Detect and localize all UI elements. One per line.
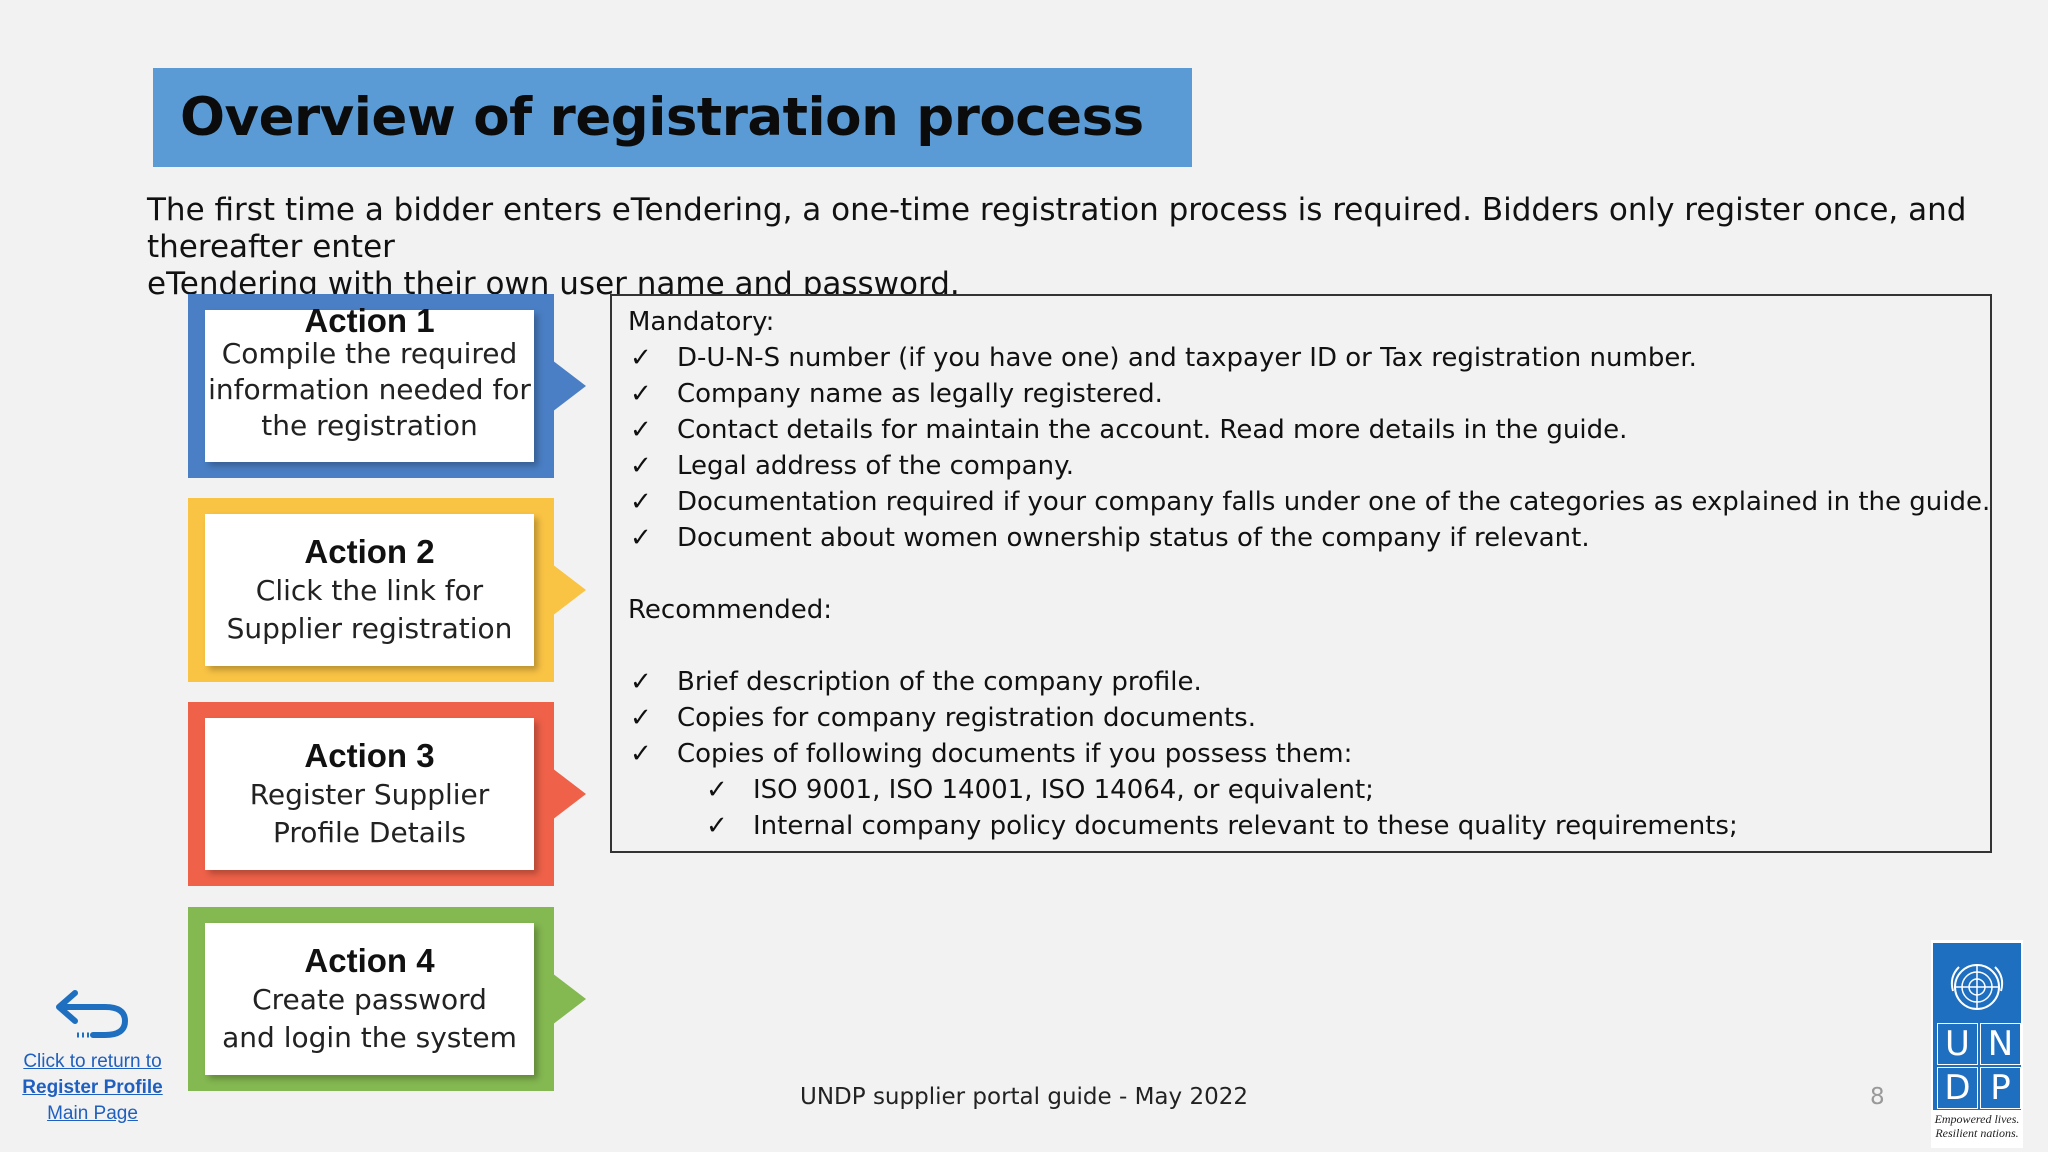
list-item-text: Brief description of the company profile… <box>677 667 1202 697</box>
list-item: ✓ Legal address of the company. <box>628 448 1990 484</box>
action-1-card: Action 1 Compile the required informatio… <box>188 294 586 478</box>
un-emblem-icon <box>1950 964 2004 1010</box>
checkmark-icon: ✓ <box>630 523 652 553</box>
list-item-text: Document about women ownership status of… <box>677 523 1590 553</box>
return-link-text-3[interactable]: Main Page <box>47 1103 138 1124</box>
action-4-text-line: Create password <box>252 983 487 1016</box>
logo-letters: U N D P <box>1937 1023 2021 1109</box>
checkmark-icon: ✓ <box>630 415 652 445</box>
action-4-content: Action 4 Create password and login the s… <box>205 923 534 1075</box>
list-item: ✓ Document about women ownership status o… <box>628 520 1990 556</box>
sub-list-item: ✓ Internal company policy documents relev… <box>628 808 1990 844</box>
recommended-label: Recommended: <box>628 595 832 625</box>
page-number: 8 <box>1870 1084 1885 1110</box>
list-item-text: Internal company policy documents releva… <box>753 811 1738 841</box>
logo-tagline-2: Resilient nations. <box>1935 1126 2019 1140</box>
sub-list-item: ✓ ISO 9001, ISO 14001, ISO 14064, or equi… <box>628 772 1990 808</box>
action-2-content: Action 2 Click the link for Supplier reg… <box>205 514 534 666</box>
return-link-text-1[interactable]: Click to return to <box>23 1051 162 1072</box>
intro-line-1: The first time a bidder enters eTenderin… <box>147 192 1967 265</box>
action-1-text-line: Compile the required <box>221 337 518 370</box>
logo-background: U N D P <box>1933 943 2021 1110</box>
logo-letter: P <box>1980 1067 2021 1109</box>
list-item: ✓ Company name as legally registered. <box>628 376 1990 412</box>
action-1-content: Action 1 Compile the required informatio… <box>205 304 534 462</box>
action-3-content: Action 3 Register Supplier Profile Detai… <box>205 718 534 870</box>
spacer <box>628 556 1990 592</box>
checkmark-icon: ✓ <box>630 487 652 517</box>
action-1-arrow <box>552 360 586 412</box>
action-2-card: Action 2 Click the link for Supplier reg… <box>188 498 586 682</box>
checkmark-icon: ✓ <box>630 739 652 769</box>
list-item: ✓ Documentation required if your company … <box>628 484 1990 520</box>
list-item-text: D-U-N-S number (if you have one) and tax… <box>677 343 1697 373</box>
list-item: ✓ Copies of following documents if you po… <box>628 736 1990 772</box>
list-item-text: Contact details for maintain the account… <box>677 415 1628 445</box>
list-item: ✓ Brief description of the company profil… <box>628 664 1990 700</box>
checkmark-icon: ✓ <box>630 379 652 409</box>
action-4-text-line: and login the system <box>222 1021 517 1054</box>
list-item-text: Copies of following documents if you pos… <box>677 739 1353 769</box>
list-item: ✓ Contact details for maintain the accoun… <box>628 412 1990 448</box>
list-item-text: Company name as legally registered. <box>677 379 1163 409</box>
list-item-text: Legal address of the company. <box>677 451 1075 481</box>
action-4-card: Action 4 Create password and login the s… <box>188 907 586 1091</box>
logo-tagline-1: Empowered lives. <box>1934 1112 2020 1126</box>
return-link-text-2[interactable]: Register Profile <box>22 1077 163 1098</box>
list-item-text: Copies for company registration document… <box>677 703 1256 733</box>
checkmark-icon: ✓ <box>706 811 728 841</box>
action-3-text-line: Register Supplier <box>249 778 490 811</box>
return-link[interactable]: Click to return to Register Profile Main… <box>10 985 175 1127</box>
list-item: ✓ D-U-N-S number (if you have one) and ta… <box>628 340 1990 376</box>
action-2-title: Action 2 <box>304 533 435 570</box>
logo-letter: D <box>1937 1067 1978 1109</box>
action-4-arrow <box>552 973 586 1025</box>
undp-logo: U N D P Empowered lives. Resilient natio… <box>1931 940 2023 1148</box>
logo-letter: U <box>1937 1023 1978 1065</box>
spacer <box>628 628 1990 664</box>
list-item-text: ISO 9001, ISO 14001, ISO 14064, or equiv… <box>753 775 1374 805</box>
action-2-text-line: Supplier registration <box>226 612 513 645</box>
action-2-text-line: Click the link for <box>255 574 484 607</box>
checkmark-icon: ✓ <box>630 667 652 697</box>
checkmark-icon: ✓ <box>630 703 652 733</box>
requirements-box: Mandatory: ✓ D-U-N-S number (if you have … <box>610 294 1992 853</box>
logo-letter: N <box>1980 1023 2021 1065</box>
action-2-arrow <box>552 564 586 616</box>
footer-text: UNDP supplier portal guide - May 2022 <box>800 1084 1248 1110</box>
checkmark-icon: ✓ <box>630 451 652 481</box>
list-item-text: Documentation required if your company f… <box>677 487 1991 517</box>
checkmark-icon: ✓ <box>706 775 728 805</box>
mandatory-label: Mandatory: <box>628 307 775 337</box>
intro-paragraph: The first time a bidder enters eTenderin… <box>147 192 2007 303</box>
action-1-text-line: the registration <box>261 409 478 442</box>
action-3-arrow <box>552 768 586 820</box>
return-arrow-icon[interactable] <box>53 985 133 1043</box>
list-item: ✓ Copies for company registration documen… <box>628 700 1990 736</box>
action-1-title: Action 1 <box>304 302 435 339</box>
title-banner: Overview of registration process <box>153 68 1192 167</box>
action-4-title: Action 4 <box>304 942 435 979</box>
checkmark-icon: ✓ <box>630 343 652 373</box>
action-3-text-line: Profile Details <box>272 816 467 849</box>
action-1-text-line: information needed for <box>208 373 531 406</box>
logo-tagline: Empowered lives. Resilient nations. <box>1931 1112 2023 1140</box>
page-title: Overview of registration process <box>180 87 1144 148</box>
action-3-card: Action 3 Register Supplier Profile Detai… <box>188 702 586 886</box>
action-3-title: Action 3 <box>304 737 435 774</box>
